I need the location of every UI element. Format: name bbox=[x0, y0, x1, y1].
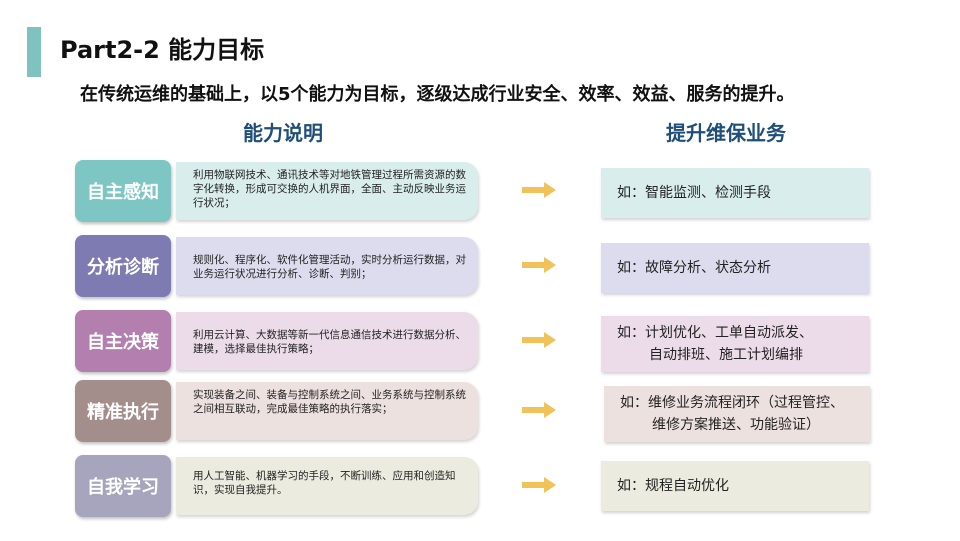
page-subtitle: 在传统运维的基础上，以5个能力为目标，逐级达成行业安全、效率、效益、服务的提升。 bbox=[80, 84, 795, 105]
right-arrow-shape bbox=[522, 477, 556, 493]
capability-tag: 自主感知 bbox=[75, 160, 171, 222]
capability-tag: 精准执行 bbox=[75, 380, 171, 442]
service-line-continued: 维修方案推送、功能验证） bbox=[652, 417, 820, 433]
service-line: 如：智能监测、检测手段 bbox=[617, 185, 771, 201]
capability-row: 分析诊断 规则化、程序化、软件化管理活动，实时分析运行数据，对业务运行状况进行分… bbox=[0, 235, 960, 305]
service-line: 如：故障分析、状态分析 bbox=[617, 260, 771, 276]
capability-description: 利用云计算、大数据等新一代信息通信技术进行数据分析、建模，选择最佳执行策略； bbox=[176, 312, 478, 370]
right-arrow-icon bbox=[522, 257, 556, 273]
right-arrow-shape bbox=[522, 182, 556, 198]
right-arrow-icon bbox=[522, 182, 556, 198]
service-line: 如：计划优化、工单自动派发、 bbox=[617, 325, 813, 341]
capability-tag: 自主决策 bbox=[75, 310, 171, 372]
title-accent-bar bbox=[27, 27, 41, 77]
service-box: 如：故障分析、状态分析 bbox=[601, 243, 869, 293]
capability-description: 用人工智能、机器学习的手段，不断训练、应用和创造知识，实现自我提升。 bbox=[176, 457, 478, 515]
page-title: Part2-2 能力目标 bbox=[60, 36, 265, 64]
right-arrow-icon bbox=[522, 402, 556, 418]
service-line: 如：维修业务流程闭环（过程管控、 bbox=[620, 395, 844, 411]
service-line: 如：规程自动优化 bbox=[617, 478, 729, 494]
capability-row: 自我学习 用人工智能、机器学习的手段，不断训练、应用和创造知识，实现自我提升。 … bbox=[0, 455, 960, 525]
right-column-header: 提升维保业务 bbox=[666, 121, 786, 145]
right-arrow-shape bbox=[522, 257, 556, 273]
capability-description: 实现装备之间、装备与控制系统之间、业务系统与控制系统之间相互联动，完成最佳策略的… bbox=[176, 382, 478, 440]
capability-tag: 分析诊断 bbox=[75, 235, 171, 297]
service-box: 如：智能监测、检测手段 bbox=[601, 168, 869, 218]
service-box: 如：规程自动优化 bbox=[601, 461, 869, 511]
capability-row: 精准执行 实现装备之间、装备与控制系统之间、业务系统与控制系统之间相互联动，完成… bbox=[0, 380, 960, 450]
capability-tag: 自我学习 bbox=[75, 455, 171, 517]
service-box: 如：维修业务流程闭环（过程管控、 维修方案推送、功能验证） bbox=[604, 386, 870, 442]
capability-description: 规则化、程序化、软件化管理活动，实时分析运行数据，对业务运行状况进行分析、诊断、… bbox=[176, 237, 478, 295]
right-arrow-shape bbox=[522, 402, 556, 418]
service-line-continued: 自动排班、施工计划编排 bbox=[649, 347, 803, 363]
right-arrow-icon bbox=[522, 477, 556, 493]
right-arrow-shape bbox=[522, 332, 556, 348]
right-arrow-icon bbox=[522, 332, 556, 348]
capability-row: 自主感知 利用物联网技术、通讯技术等对地铁管理过程所需资源的数字化转换，形成可交… bbox=[0, 160, 960, 230]
left-column-header: 能力说明 bbox=[243, 121, 323, 145]
service-box: 如：计划优化、工单自动派发、 自动排班、施工计划编排 bbox=[601, 316, 869, 372]
capability-row: 自主决策 利用云计算、大数据等新一代信息通信技术进行数据分析、建模，选择最佳执行… bbox=[0, 310, 960, 380]
capability-description: 利用物联网技术、通讯技术等对地铁管理过程所需资源的数字化转换，形成可交换的人机界… bbox=[176, 162, 478, 220]
